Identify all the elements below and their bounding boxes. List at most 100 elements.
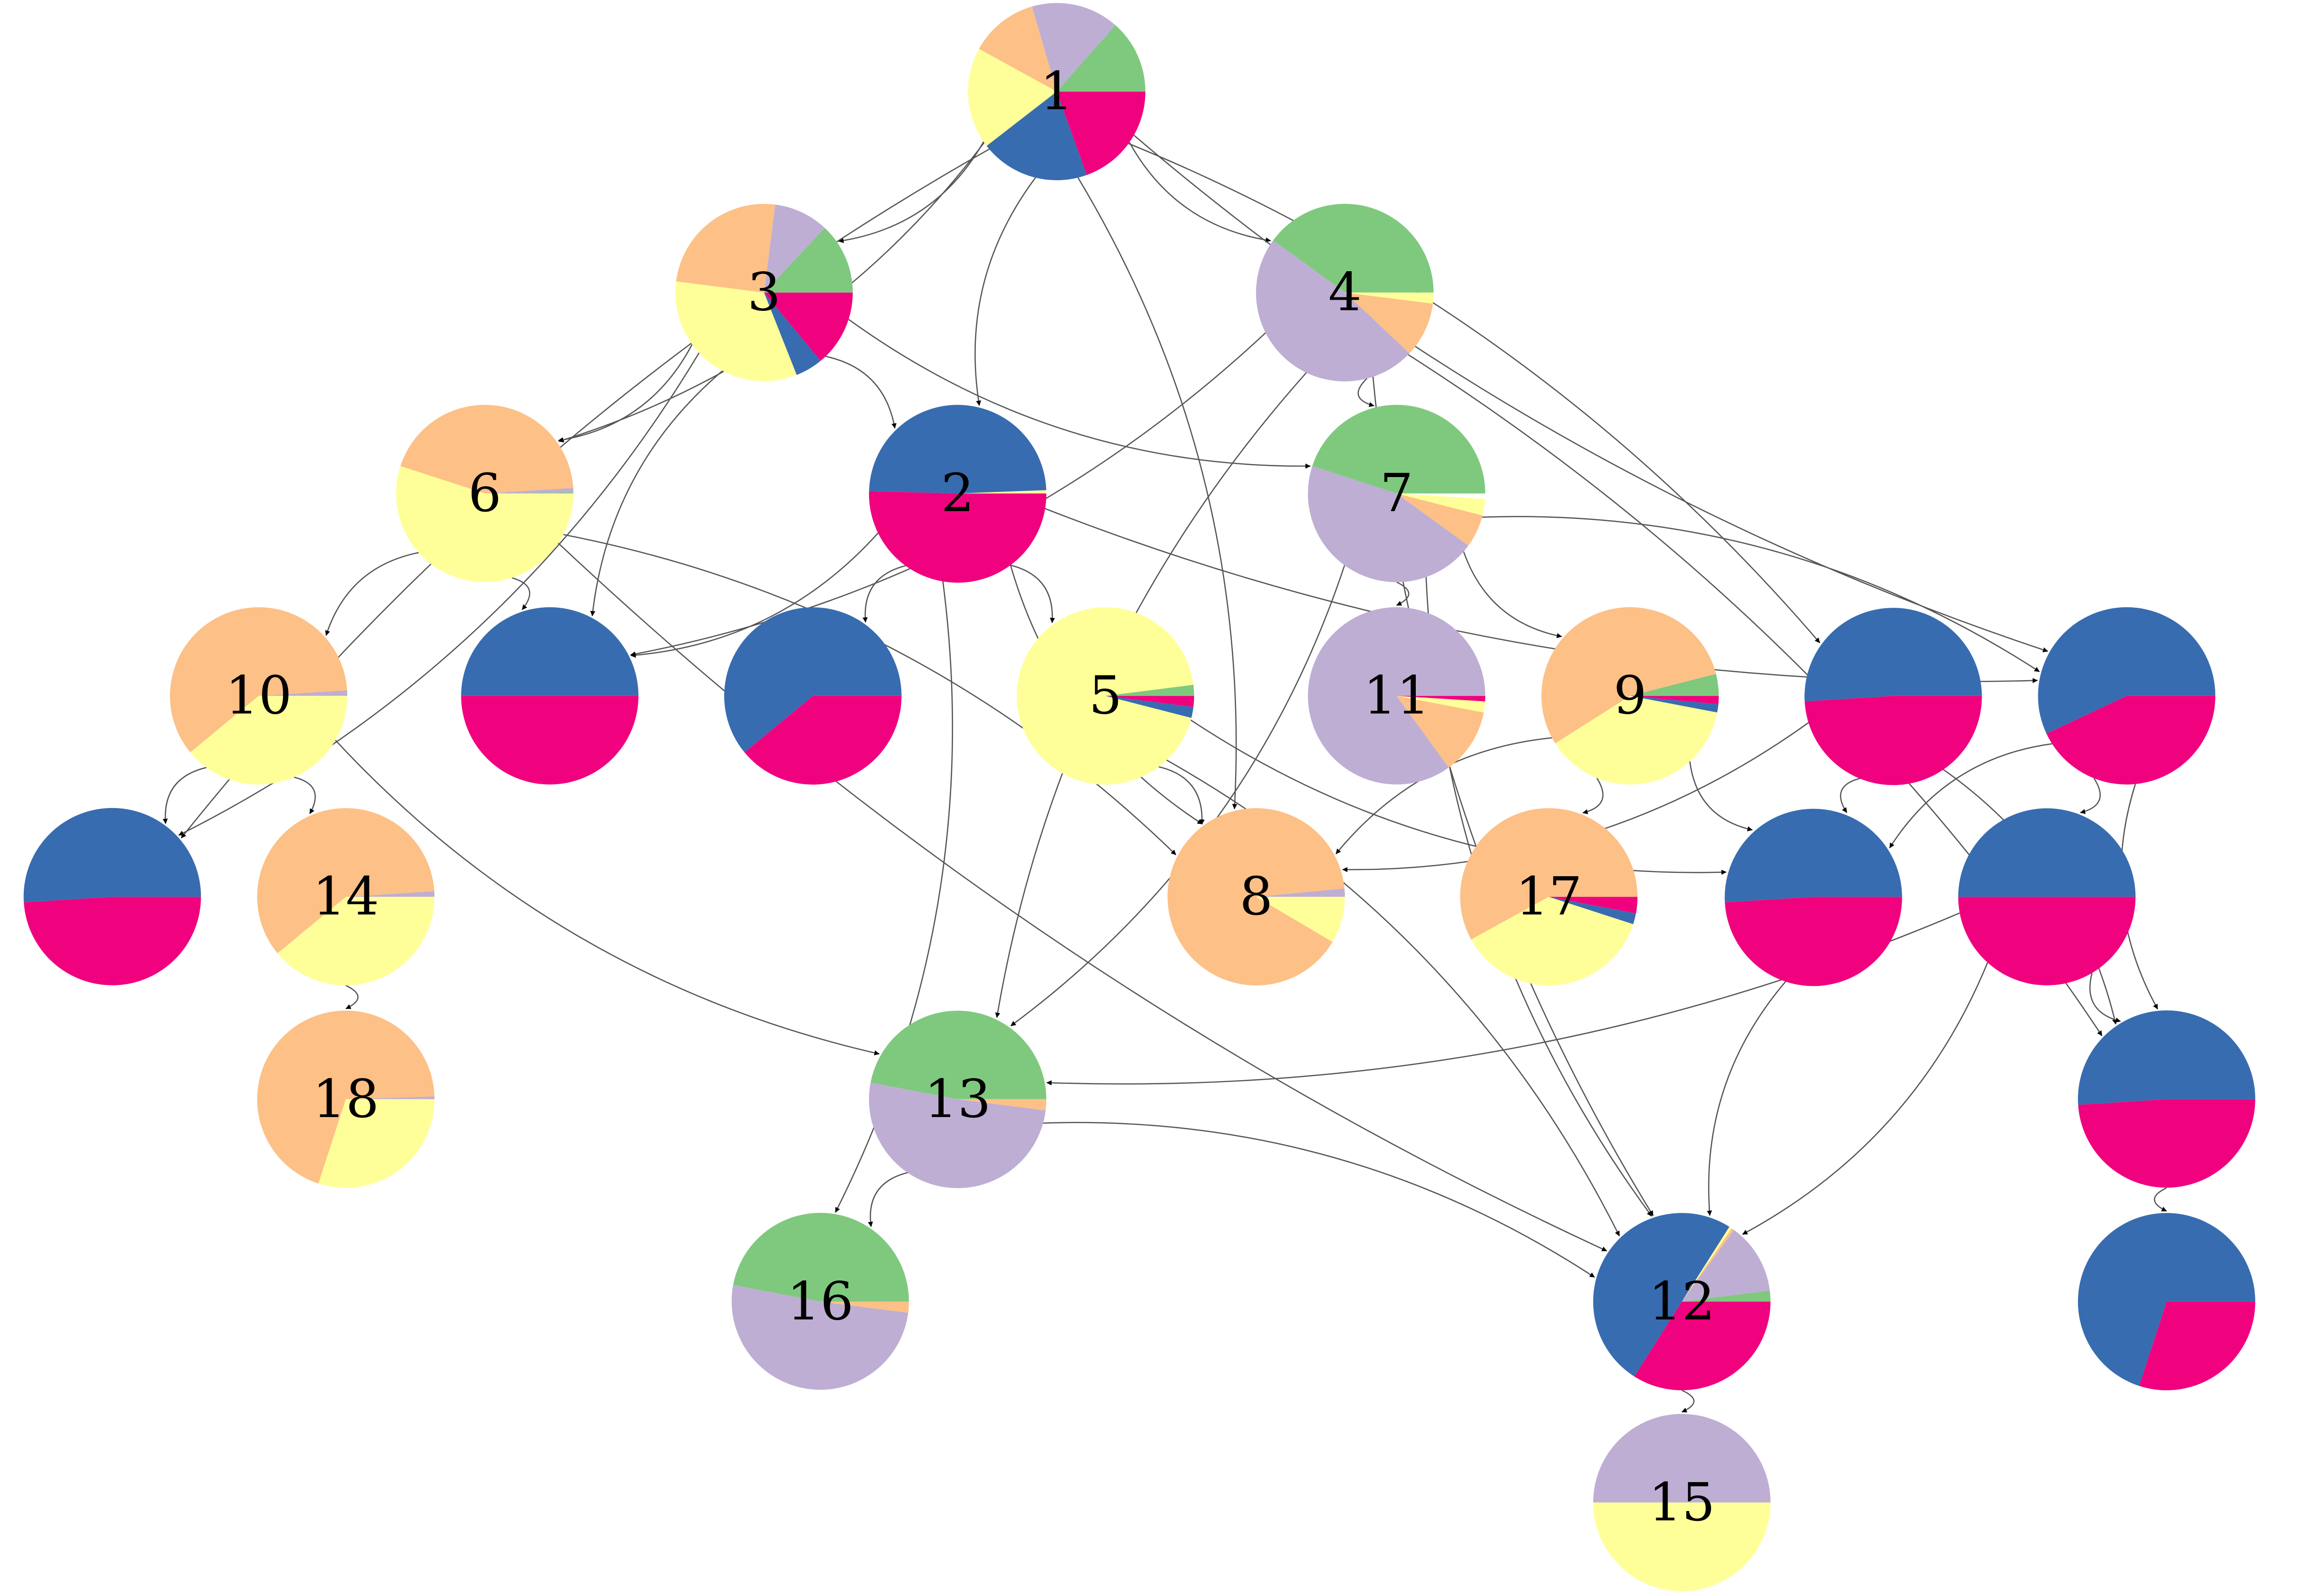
node-label: 5: [1089, 666, 1122, 726]
pie-slice-green: [1312, 405, 1485, 494]
pie-slice-lavender: [485, 488, 573, 494]
pie-slice-yellow: [1555, 696, 1717, 785]
edge-n3-to-n6: [558, 344, 693, 443]
node-unlabeled-u8[interactable]: [2078, 1010, 2255, 1188]
node-13[interactable]: 13: [869, 1011, 1046, 1188]
node-label: 8: [1240, 866, 1273, 927]
pie-slice-blue: [2078, 1010, 2255, 1105]
node-4[interactable]: 4: [1256, 204, 1434, 382]
pie-slice-magenta: [1396, 696, 1485, 702]
edge-n1-to-u4: [1128, 143, 1821, 643]
edge-u6-to-n12: [1707, 980, 1787, 1216]
edge-n1-to-n4: [1129, 142, 1271, 243]
pie-slice-peach: [1167, 808, 1345, 986]
pie-slice-green: [1630, 674, 1719, 696]
pie-slice-blue: [1724, 809, 1902, 903]
pie-slice-blue: [1105, 696, 1194, 718]
pie-slice-blue: [1804, 608, 1982, 702]
node-unlabeled-u2[interactable]: [461, 607, 639, 785]
pie-slice-peach: [1460, 808, 1638, 940]
edge-n5-to-u6: [1190, 719, 1727, 875]
pie-slice-green: [870, 1011, 1046, 1099]
node-7[interactable]: 7: [1307, 405, 1485, 583]
node-unlabeled-u7[interactable]: [1958, 808, 2136, 985]
node-10[interactable]: 10: [170, 607, 347, 785]
node-label: 6: [468, 463, 501, 524]
pie-slice-peach: [400, 405, 573, 494]
pie-slice-green: [764, 228, 853, 293]
pie-slice-magenta: [744, 696, 902, 785]
pie-slice-peach: [676, 204, 776, 293]
edge-n13-to-n12: [1043, 1122, 1595, 1278]
pie-slice-yellow: [675, 281, 797, 381]
pie-slice-blue: [869, 405, 1046, 494]
node-16[interactable]: 16: [731, 1213, 909, 1390]
pie-slice-lavender: [731, 1285, 908, 1390]
node-9[interactable]: 9: [1541, 607, 1719, 785]
edges-layer: [162, 134, 2167, 1413]
pie-slice-yellow: [318, 1099, 435, 1188]
pie-slice-blue: [724, 607, 902, 752]
pie-slice-magenta: [2046, 696, 2216, 785]
pie-slice-lavender: [346, 1096, 435, 1099]
pie-slice-yellow: [190, 696, 347, 785]
node-6[interactable]: 6: [396, 405, 574, 582]
pie-slice-yellow: [1345, 292, 1434, 304]
edge-n10-to-u1: [162, 766, 207, 824]
edge-n6-to-u2: [511, 577, 530, 610]
pie-slice-magenta: [869, 491, 1046, 583]
node-11[interactable]: 11: [1308, 607, 1485, 785]
node-unlabeled-u3[interactable]: [724, 607, 902, 785]
pie-slice-magenta: [2078, 1099, 2255, 1188]
pie-slice-magenta: [1548, 897, 1638, 914]
edge-u8-to-u9: [2154, 1187, 2167, 1212]
edge-u4-to-u6: [1840, 777, 1861, 813]
node-17[interactable]: 17: [1460, 808, 1638, 985]
pie-slice-lavender: [346, 891, 435, 897]
pie-slice-magenta: [461, 696, 639, 785]
node-unlabeled-u9[interactable]: [2077, 1213, 2255, 1391]
node-3[interactable]: 3: [675, 204, 853, 381]
pie-slice-yellow: [1593, 1502, 1771, 1591]
pie-slice-yellow: [1471, 897, 1633, 985]
node-unlabeled-u4[interactable]: [1804, 608, 1982, 785]
node-label: 10: [226, 666, 292, 726]
edge-n3-to-n7: [848, 319, 1311, 469]
edge-n4-to-n7: [1357, 378, 1375, 407]
edge-n10-to-n13: [335, 739, 880, 1055]
edge-n1-to-n2: [974, 177, 1036, 406]
node-1[interactable]: 1: [968, 3, 1145, 181]
pie-slice-lavender: [1256, 888, 1345, 897]
node-5[interactable]: 5: [1017, 607, 1194, 785]
pie-slice-blue: [1548, 897, 1636, 924]
pie-slice-magenta: [1630, 696, 1719, 704]
edge-u7-to-u8: [2089, 973, 2121, 1023]
edge-n2-to-u3: [862, 565, 906, 623]
edge-n14-to-n18: [346, 984, 359, 1010]
edge-n5-to-n8: [1158, 766, 1205, 825]
pie-slice-yellow: [1681, 1227, 1732, 1302]
node-18[interactable]: 18: [257, 1010, 435, 1188]
pie-slice-magenta: [764, 292, 853, 361]
node-label: 11: [1363, 666, 1430, 726]
pie-slice-peach: [957, 1099, 1046, 1111]
node-label: 16: [787, 1271, 854, 1332]
pie-slice-blue: [2038, 607, 2216, 734]
node-unlabeled-u1[interactable]: [23, 808, 201, 985]
edge-n3-to-u2: [590, 370, 723, 617]
node-unlabeled-u6[interactable]: [1724, 809, 1902, 986]
pie-slice-magenta: [2139, 1301, 2255, 1391]
node-15[interactable]: 15: [1593, 1413, 1771, 1591]
node-12[interactable]: 12: [1593, 1213, 1771, 1391]
pie-slice-blue: [764, 292, 821, 375]
node-8[interactable]: 8: [1167, 808, 1345, 986]
pie-slice-blue: [23, 808, 201, 903]
pie-slice-green: [1273, 204, 1434, 293]
node-2[interactable]: 2: [869, 405, 1046, 583]
pie-slice-yellow: [968, 49, 1057, 146]
node-unlabeled-u5[interactable]: [2038, 607, 2216, 785]
edge-n6-to-n10: [325, 552, 419, 636]
node-14[interactable]: 14: [257, 808, 435, 986]
